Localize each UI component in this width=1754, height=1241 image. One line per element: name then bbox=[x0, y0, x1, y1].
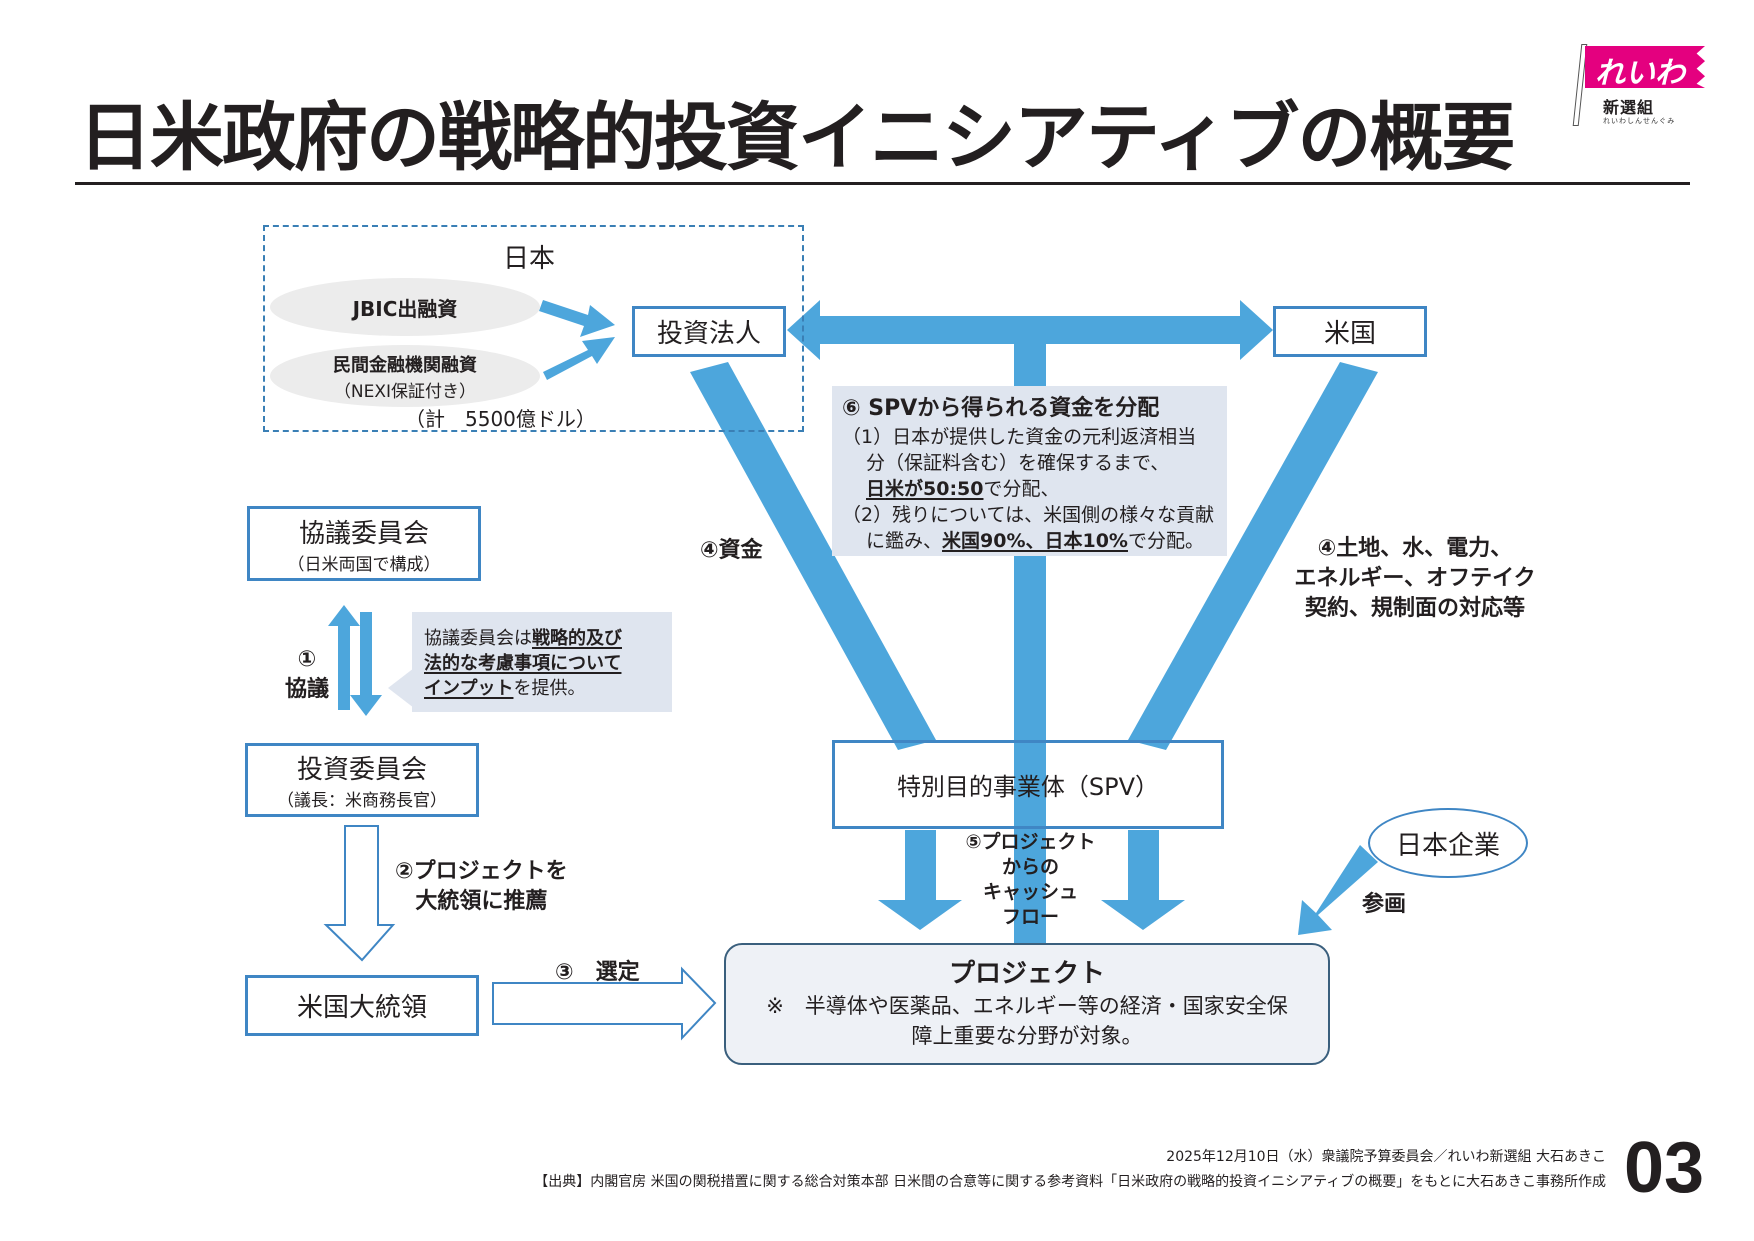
consultation-committee-sub: （日米両国で構成） bbox=[287, 554, 441, 575]
investment-corp-node: 投資法人 bbox=[632, 306, 786, 357]
consult-note-underline2: 法的な考慮事項について bbox=[424, 653, 622, 674]
step2-line2: 大統領に推薦 bbox=[415, 889, 548, 914]
jbic-to-corp-arrow bbox=[539, 300, 615, 337]
step4-funds-label: ④資金 bbox=[700, 538, 763, 563]
investment-committee-node: 投資委員会 （議長：米商務長官） bbox=[245, 743, 479, 817]
distribution-line1: （1）日本が提供した資金の元利返済相当 bbox=[842, 426, 1197, 448]
participation-arrow bbox=[1298, 845, 1378, 935]
spv-to-project-right-arrow bbox=[1101, 830, 1185, 930]
president-node: 米国大統領 bbox=[245, 975, 479, 1036]
step4-us-line1: ④土地、水、電力、 bbox=[1317, 536, 1513, 561]
distribution-line5-pre: に鑑み、 bbox=[866, 530, 943, 552]
spv-to-project-center-bar bbox=[1014, 830, 1046, 935]
step1-label: ① 協議 bbox=[282, 645, 332, 705]
spv-node: 特別目的事業体（SPV） bbox=[832, 740, 1224, 829]
distribution-line2: 分（保証料含む）を確保するまで、 bbox=[866, 452, 1170, 474]
us-support-diagonal-bar bbox=[1128, 362, 1378, 750]
japan-group-box bbox=[263, 225, 804, 432]
private-finance-sub: （NEXI保証付き） bbox=[333, 381, 477, 402]
step1-number: ① bbox=[297, 647, 317, 672]
consult-note-post: を提供。 bbox=[513, 678, 586, 699]
consult-note-underline1: 戦略的及び bbox=[532, 628, 622, 649]
footer-source-line: 【出典】内閣官房 米国の関税措置に関する総合対策本部 日米間の合意等に関する参考… bbox=[534, 1174, 1606, 1190]
usa-label: 米国 bbox=[1323, 319, 1376, 349]
step3-label: ③ 選定 bbox=[555, 960, 640, 985]
consult-note-pre: 協議委員会は bbox=[424, 628, 532, 649]
footer-date-line: 2025年12月10日（水）衆議院予算委員会／れいわ新選組 大石あきこ bbox=[1166, 1149, 1606, 1165]
japanese-companies-label: 日本企業 bbox=[1395, 830, 1500, 861]
distribution-line5-rest: で分配。 bbox=[1127, 530, 1204, 552]
private-to-corp-arrow bbox=[543, 337, 615, 380]
step2-line1: ②プロジェクトを bbox=[395, 859, 568, 884]
step5-line4: フロー bbox=[1001, 906, 1059, 928]
consult-down-arrow bbox=[350, 612, 382, 716]
step4-us-line2: エネルギー、オフテイク bbox=[1294, 566, 1536, 591]
step5-line1: ⑤プロジェクト bbox=[965, 831, 1096, 853]
recommend-hollow-arrow bbox=[323, 825, 396, 962]
consultation-committee-title: 協議委員会 bbox=[298, 518, 429, 549]
distribution-line5: に鑑み、米国90%、日本10%で分配。 bbox=[842, 528, 1217, 554]
spv-label: 特別目的事業体（SPV） bbox=[896, 773, 1160, 801]
logo-sub-text: 新選組 bbox=[1603, 98, 1655, 117]
step5-label: ⑤プロジェクト からの キャッシュ フロー bbox=[958, 830, 1103, 930]
consult-note: 協議委員会は戦略的及び 法的な考慮事項について インプットを提供。 bbox=[412, 612, 672, 712]
project-node: プロジェクト ※ 半導体や医薬品、エネルギー等の経済・国家安全保 障上重要な分野… bbox=[724, 943, 1330, 1065]
japan-group-label: 日本 bbox=[503, 244, 556, 274]
reiwa-logo: れいわ 新選組 れいわしんせんぐみ bbox=[1572, 44, 1725, 144]
participation-label: 参画 bbox=[1362, 892, 1407, 917]
step2-label: ②プロジェクトを 大統領に推薦 bbox=[395, 857, 568, 917]
consult-up-arrow bbox=[328, 605, 360, 710]
project-note-line1: ※ 半導体や医薬品、エネルギー等の経済・国家安全保 bbox=[766, 994, 1288, 1018]
jbic-label: JBIC出融資 bbox=[352, 296, 458, 321]
distribution-line3: 日米が50:50で分配、 bbox=[842, 476, 1217, 502]
investment-committee-title: 投資委員会 bbox=[296, 755, 427, 785]
consult-note-underline3: インプット bbox=[424, 678, 514, 699]
distribution-line3-rest: で分配、 bbox=[983, 478, 1060, 500]
president-label: 米国大統領 bbox=[296, 993, 427, 1023]
logo-sub-small-text: れいわしんせんぐみ bbox=[1603, 117, 1676, 125]
step5-line3: キャッシュ bbox=[982, 881, 1078, 903]
project-title: プロジェクト bbox=[948, 959, 1105, 989]
investment-committee-sub: （議長：米商務長官） bbox=[277, 791, 447, 811]
step4-us-label: ④土地、水、電力、 エネルギー、オフテイク 契約、規制面の対応等 bbox=[1285, 534, 1545, 624]
distribution-title: ⑥ SPVから得られる資金を分配 bbox=[842, 396, 1160, 421]
corp-us-double-arrow bbox=[787, 300, 1273, 360]
private-finance-source: 民間金融機関融資 （NEXI保証付き） bbox=[270, 345, 540, 407]
japanese-companies-node: 日本企業 bbox=[1368, 808, 1528, 878]
distribution-note: ⑥ SPVから得られる資金を分配 （1）日本が提供した資金の元利返済相当 分（保… bbox=[832, 386, 1227, 556]
step4-us-line3: 契約、規制面の対応等 bbox=[1304, 596, 1525, 621]
title-divider bbox=[75, 182, 1690, 185]
japan-total: （計 5500億ドル） bbox=[405, 407, 596, 431]
page-title: 日米政府の戦略的投資イニシアティブの概要 bbox=[78, 95, 1516, 181]
split-50-50: 日米が50:50 bbox=[866, 478, 984, 500]
private-finance-label: 民間金融機関融資 bbox=[333, 354, 477, 376]
spv-to-project-left-arrow bbox=[878, 830, 962, 930]
jbic-source: JBIC出融資 bbox=[270, 278, 540, 336]
project-note-line2: 障上重要な分野が対象。 bbox=[911, 1024, 1143, 1048]
page-number: 03 bbox=[1624, 1128, 1705, 1208]
consult-note-pointer bbox=[388, 668, 414, 708]
distribution-line4: （2）残りについては、米国側の様々な貢献 bbox=[842, 504, 1215, 526]
investment-corp-label: 投資法人 bbox=[656, 319, 761, 349]
funds-diagonal-bar bbox=[690, 362, 936, 750]
logo-main-text: れいわ bbox=[1595, 56, 1685, 91]
split-90-10: 米国90%、日本10% bbox=[942, 530, 1128, 552]
usa-node: 米国 bbox=[1273, 306, 1427, 357]
step1-text: 協議 bbox=[284, 677, 329, 702]
consultation-committee-node: 協議委員会 （日米両国で構成） bbox=[247, 506, 481, 581]
step5-line2: からの bbox=[1001, 856, 1059, 878]
flag-icon: れいわ bbox=[1585, 46, 1705, 88]
select-hollow-arrow bbox=[492, 966, 717, 1041]
